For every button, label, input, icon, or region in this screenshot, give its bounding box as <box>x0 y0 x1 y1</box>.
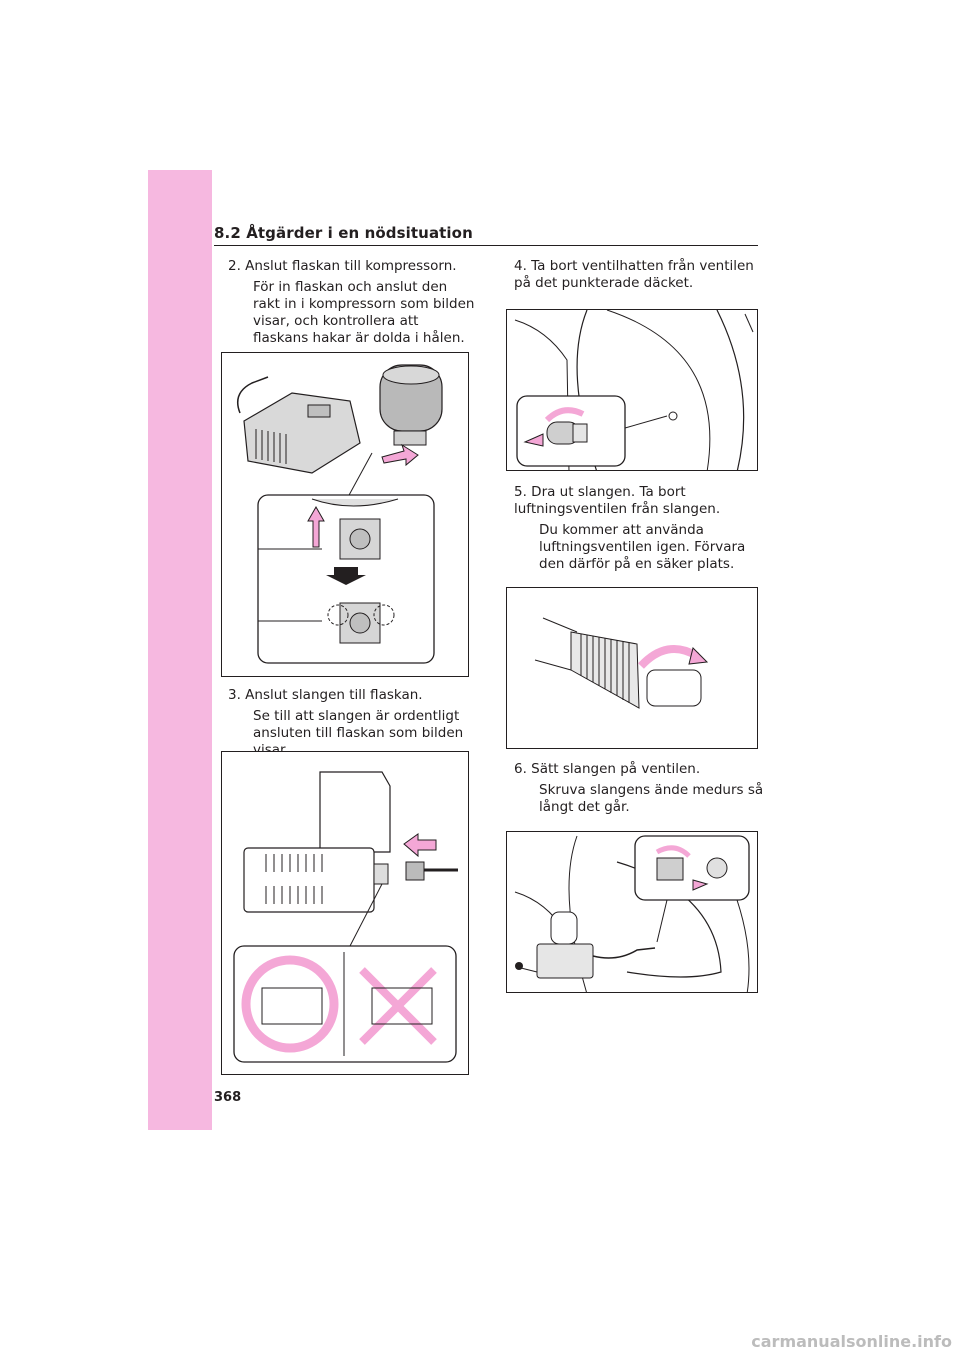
page-number: 368 <box>214 1090 242 1105</box>
step-6-desc: Skruva slangens ände medurs så långt det… <box>539 782 764 815</box>
figure-remove-valve <box>506 587 758 749</box>
step-2-title: 2. Anslut flaskan till kompressorn. <box>228 258 457 274</box>
figure-bottle-compressor <box>221 352 469 677</box>
step-5: 5. Dra ut slangen. Ta bort luftningsvent… <box>514 484 764 573</box>
header-rule <box>214 245 758 246</box>
step-2: 2. Anslut flaskan till kompressorn. För … <box>228 258 476 347</box>
step-6: 6. Sätt slangen på ventilen. Skruva slan… <box>514 761 764 816</box>
side-tab <box>148 170 212 1130</box>
step-5-desc: Du kommer att använda luftningsventilen … <box>539 522 746 572</box>
step-2-desc: För in flaskan och anslut den rakt in i … <box>253 279 475 346</box>
figure-attach-hose <box>506 831 758 993</box>
watermark: carmanualsonline.info <box>751 1332 952 1351</box>
step-3: 3. Anslut slangen till flaskan. Se till … <box>228 687 476 759</box>
step-3-title: 3. Anslut slangen till flaskan. <box>228 687 423 703</box>
step-4-title: 4. Ta bort ventilhatten från ventilen på… <box>514 258 754 291</box>
figure-hose-bottle <box>221 751 469 1075</box>
step-5-title: 5. Dra ut slangen. Ta bort luftningsvent… <box>514 484 721 517</box>
step-4: 4. Ta bort ventilhatten från ventilen på… <box>514 258 764 292</box>
section-header: 8.2 Åtgärder i en nödsituation <box>214 224 473 242</box>
figure-valve-cap <box>506 309 758 471</box>
step-6-title: 6. Sätt slangen på ventilen. <box>514 761 701 777</box>
